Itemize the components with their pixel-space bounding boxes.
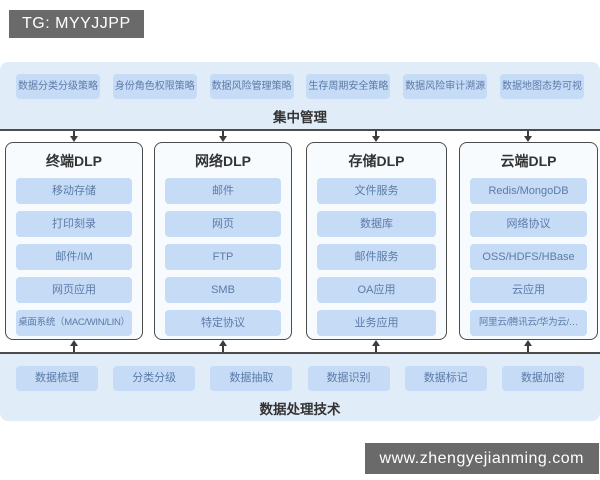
column-item: 阿里云/腾讯云/华为云/… xyxy=(470,310,587,336)
connector-down-arrow xyxy=(70,131,78,142)
column-item: 桌面系统（MAC/WIN/LIN） xyxy=(16,310,132,336)
column-item: OA应用 xyxy=(317,277,436,303)
policy-pill: 数据风险管理策略 xyxy=(209,74,294,99)
dlp-column-terminal: 终端DLP 移动存储 打印刻录 邮件/IM 网页应用 桌面系统（MAC/WIN/… xyxy=(5,142,143,340)
column-item: FTP xyxy=(165,244,281,270)
column-item: Redis/MongoDB xyxy=(470,178,587,204)
central-management-panel: 数据分类分级策略 身份角色权限策略 数据风险管理策略 生存周期安全策略 数据风险… xyxy=(0,62,600,131)
policy-pill-row: 数据分类分级策略 身份角色权限策略 数据风险管理策略 生存周期安全策略 数据风险… xyxy=(0,62,600,99)
connector-up-arrow xyxy=(219,340,227,353)
column-item: 文件服务 xyxy=(317,178,436,204)
column-item: 邮件/IM xyxy=(16,244,132,270)
policy-pill: 身份角色权限策略 xyxy=(112,74,197,99)
connector-down-arrow xyxy=(524,131,532,142)
data-processing-label: 数据处理技术 xyxy=(259,402,341,417)
column-item: 云应用 xyxy=(470,277,587,303)
technique-pill: 数据抽取 xyxy=(210,366,293,391)
central-management-label: 集中管理 xyxy=(273,110,327,125)
column-item: 邮件服务 xyxy=(317,244,436,270)
connector-up-arrow xyxy=(372,340,380,353)
column-title: 存储DLP xyxy=(348,153,405,169)
column-item: 网页 xyxy=(165,211,281,237)
tg-watermark-badge: TG: MYYJJPP xyxy=(9,10,144,38)
technique-pill: 分类分级 xyxy=(113,366,196,391)
dlp-column-network: 网络DLP 邮件 网页 FTP SMB 特定协议 xyxy=(154,142,292,340)
policy-pill: 数据地图态势可视 xyxy=(499,74,584,99)
column-item: 邮件 xyxy=(165,178,281,204)
column-item: 业务应用 xyxy=(317,310,436,336)
dlp-column-cloud: 云端DLP Redis/MongoDB 网络协议 OSS/HDFS/HBase … xyxy=(459,142,598,340)
column-item: 移动存储 xyxy=(16,178,132,204)
dlp-column-storage: 存储DLP 文件服务 数据库 邮件服务 OA应用 业务应用 xyxy=(306,142,447,340)
column-item: 特定协议 xyxy=(165,310,281,336)
column-title: 终端DLP xyxy=(46,153,102,169)
column-title: 云端DLP xyxy=(500,153,557,169)
technique-pill-row: 数据梳理 分类分级 数据抽取 数据识别 数据标记 数据加密 xyxy=(0,354,600,391)
connector-up-arrow xyxy=(70,340,78,353)
policy-pill: 生存周期安全策略 xyxy=(306,74,391,99)
column-item: 网页应用 xyxy=(16,277,132,303)
technique-pill: 数据梳理 xyxy=(16,366,98,391)
connector-down-arrow xyxy=(219,131,227,142)
column-title: 网络DLP xyxy=(195,153,251,169)
data-processing-panel: 数据梳理 分类分级 数据抽取 数据识别 数据标记 数据加密 数据处理技术 xyxy=(0,352,600,421)
column-item: 网络协议 xyxy=(470,211,587,237)
technique-pill: 数据标记 xyxy=(404,366,487,391)
technique-pill: 数据识别 xyxy=(307,366,390,391)
policy-pill: 数据风险审计溯源 xyxy=(403,74,488,99)
column-item: 打印刻录 xyxy=(16,211,132,237)
connector-up-arrow xyxy=(524,340,532,353)
technique-pill: 数据加密 xyxy=(501,366,584,391)
column-item: SMB xyxy=(165,277,281,303)
column-item: 数据库 xyxy=(317,211,436,237)
website-watermark-badge: www.zhengyejianming.com xyxy=(364,443,599,474)
policy-pill: 数据分类分级策略 xyxy=(16,74,100,99)
connector-down-arrow xyxy=(372,131,380,142)
column-item: OSS/HDFS/HBase xyxy=(470,244,587,270)
